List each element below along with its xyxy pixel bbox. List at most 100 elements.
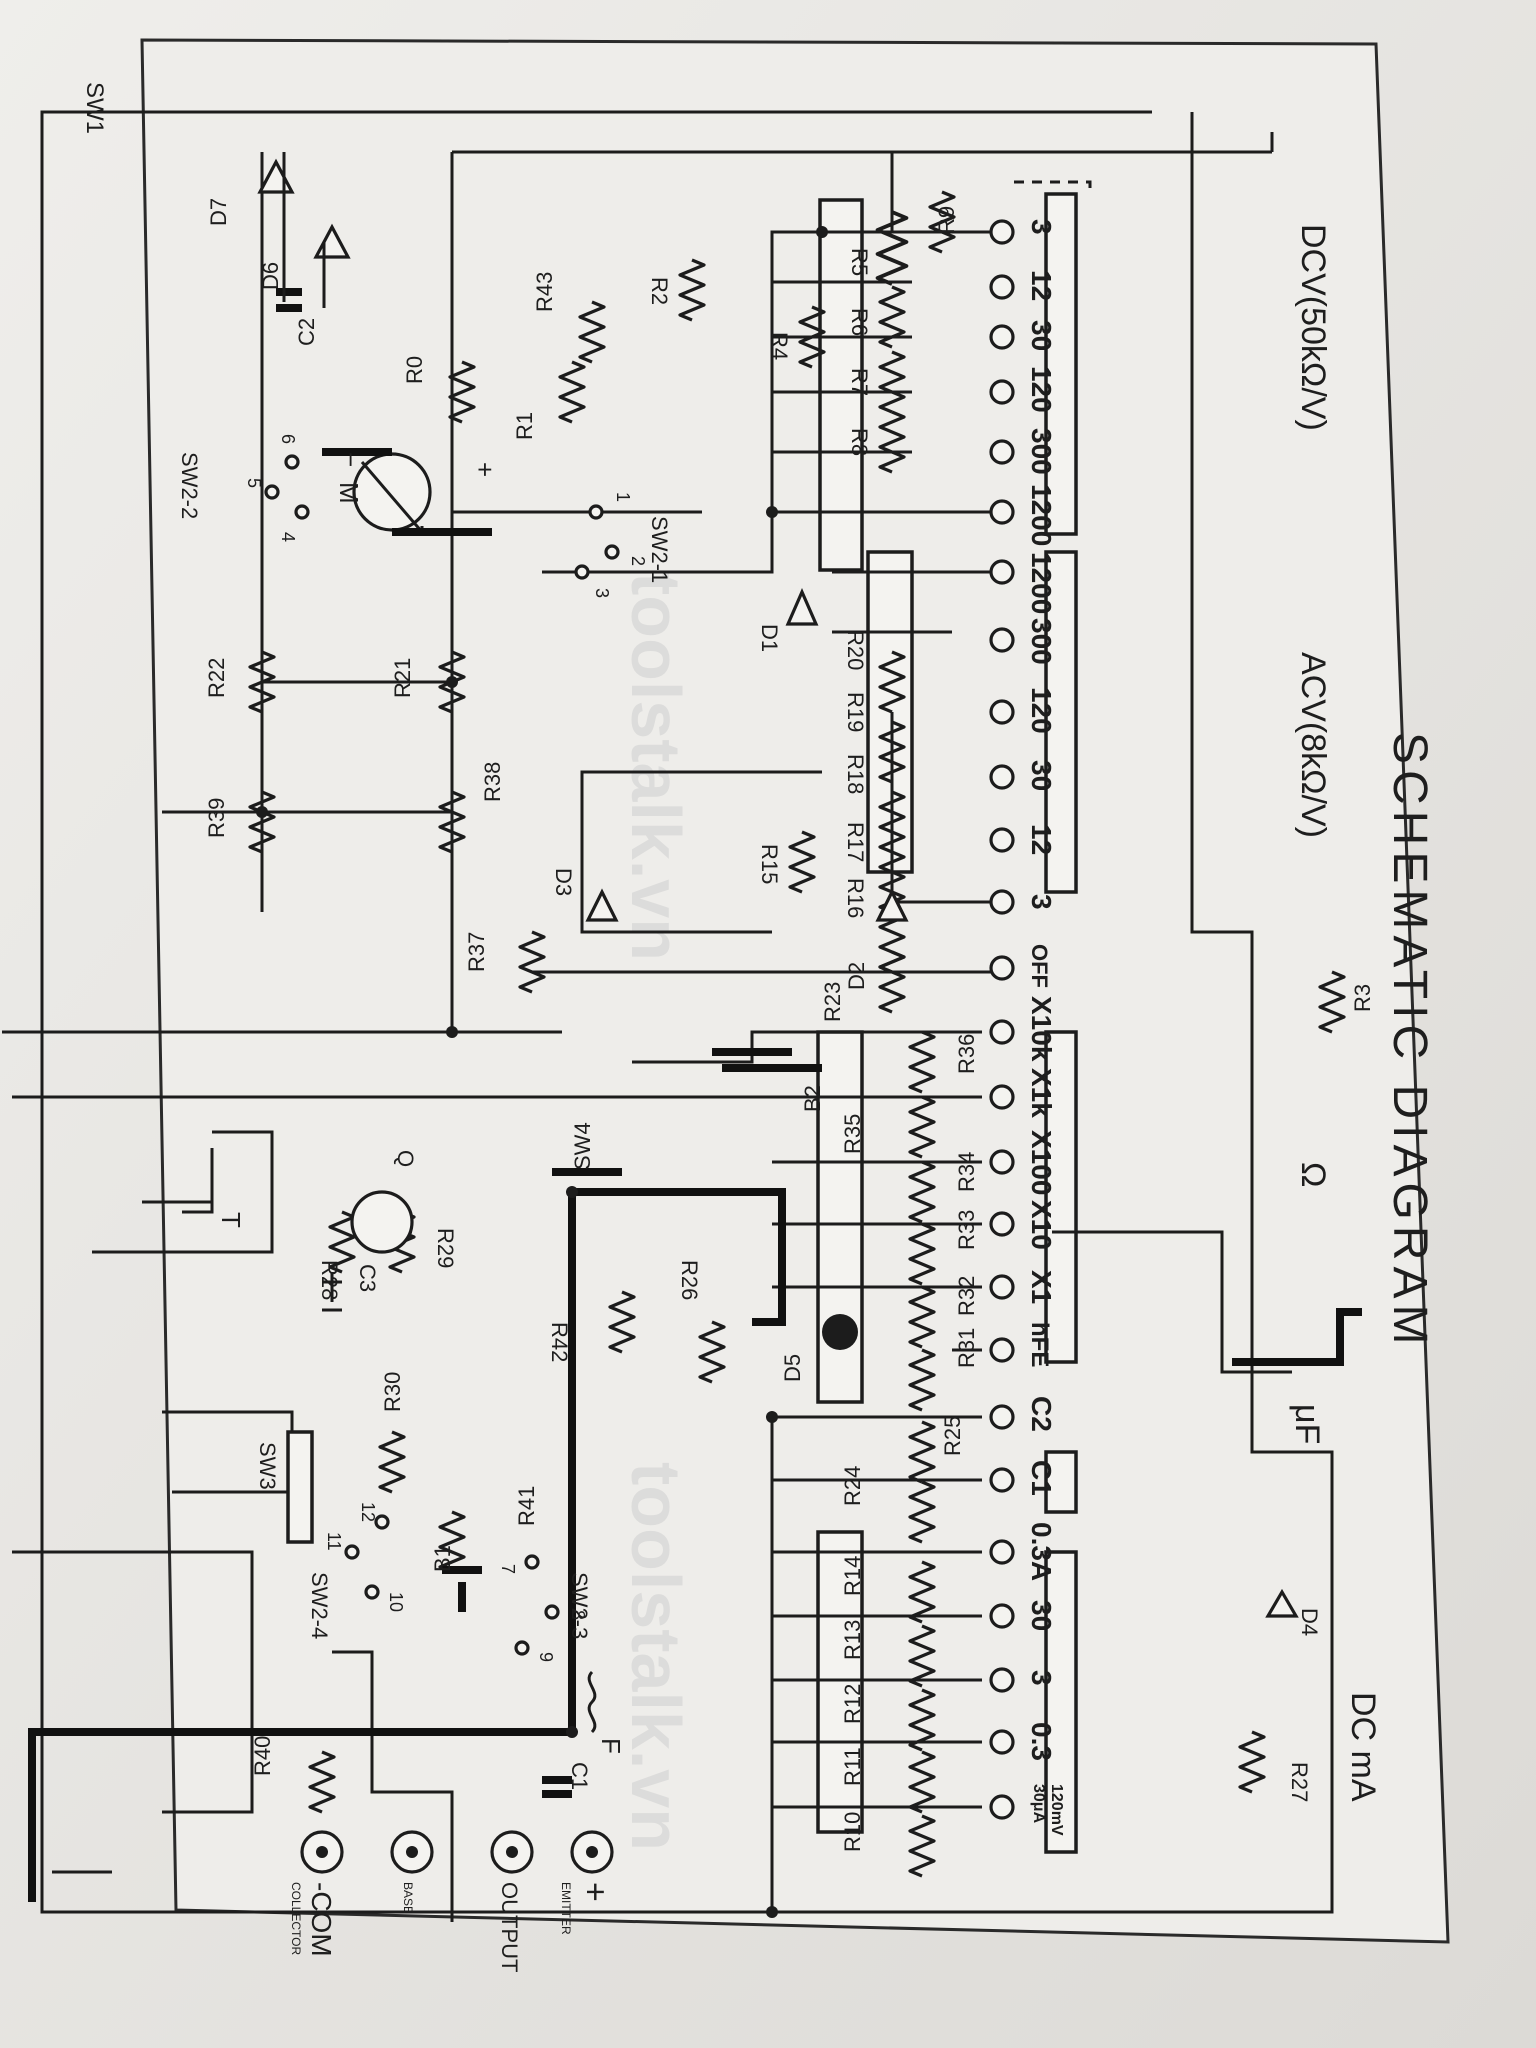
junction-3 xyxy=(446,676,458,688)
junction-2 xyxy=(766,506,778,518)
sw-pin-6: 6 xyxy=(278,434,298,444)
label-d6: D6 xyxy=(258,262,283,290)
terminal-dcv-1200[interactable] xyxy=(989,499,1015,525)
sw-pin-12: 12 xyxy=(358,1502,378,1522)
sw21-pin3[interactable] xyxy=(574,564,590,580)
jack-collector-label: COLLECTOR xyxy=(289,1882,303,1955)
label-r7: R7 xyxy=(847,368,872,396)
terminal-acv-300[interactable] xyxy=(989,627,1015,653)
terminal-dcv-12[interactable] xyxy=(989,274,1015,300)
sw2-2-label: SW2-2 xyxy=(177,452,202,519)
terminal-acv-3[interactable] xyxy=(989,889,1015,915)
ohm-pos-x1: X1 xyxy=(1026,1270,1057,1304)
sw24-pin12[interactable] xyxy=(374,1514,390,1530)
label-d7: D7 xyxy=(206,198,231,226)
label-b1: B1 xyxy=(430,1545,455,1572)
label-r29: R29 xyxy=(433,1228,458,1268)
terminal-acv-30[interactable] xyxy=(989,764,1015,790)
terminal-c1[interactable] xyxy=(989,1467,1015,1493)
label-r3: R3 xyxy=(1350,984,1375,1012)
label-c2: C2 xyxy=(294,318,319,346)
dcv-pos-120: 120 xyxy=(1026,366,1057,413)
protection-diodes xyxy=(257,152,351,312)
label-r31: R31 xyxy=(954,1328,979,1368)
label-r1: R1 xyxy=(512,412,537,440)
terminal-dcv-3[interactable] xyxy=(989,219,1015,245)
terminal-ohm-x1[interactable] xyxy=(989,1274,1015,1300)
acv-pos-12: 12 xyxy=(1026,824,1057,855)
label-r15: R15 xyxy=(757,844,782,884)
jack-emitter-label: EMITTER xyxy=(559,1882,573,1935)
jack-output-center xyxy=(506,1846,518,1858)
diode-d1 xyxy=(785,588,819,626)
sw22-pin5[interactable] xyxy=(264,484,280,500)
terminal-ma-3[interactable] xyxy=(989,1667,1015,1693)
terminal-ma-30[interactable] xyxy=(989,1603,1015,1629)
sw1-uf-contact xyxy=(1044,1450,1078,1514)
meter-label: M xyxy=(334,482,364,504)
label-r41: R41 xyxy=(514,1486,539,1526)
terminal-acv-120[interactable] xyxy=(989,699,1015,725)
jack-plus-center xyxy=(586,1846,598,1858)
terminal-ohm-x10[interactable] xyxy=(989,1211,1015,1237)
label-d5: D5 xyxy=(780,1354,805,1382)
common-bus xyxy=(28,1188,786,1902)
terminal-ohm-x100[interactable] xyxy=(989,1149,1015,1175)
sw24-pin11[interactable] xyxy=(344,1544,360,1560)
terminal-ma-0.3a[interactable] xyxy=(989,1539,1015,1565)
label-r9: R9 xyxy=(934,206,959,234)
ohm-pos-x10k: X10k xyxy=(1026,996,1057,1062)
label-r4: R4 xyxy=(767,332,792,360)
battery-b2 xyxy=(722,1048,822,1072)
fuse-f xyxy=(587,1670,597,1734)
terminal-ma-0.3[interactable] xyxy=(989,1729,1015,1755)
terminal-c2[interactable] xyxy=(989,1404,1015,1430)
label-r12: R12 xyxy=(840,1684,865,1724)
terminal-off[interactable] xyxy=(989,955,1015,981)
label-r33: R33 xyxy=(954,1210,979,1250)
sw-pin-8: 8 xyxy=(568,1610,588,1620)
label-d3: D3 xyxy=(551,868,576,896)
ohm-range-header: Ω xyxy=(1294,1162,1332,1187)
sw1-ma-bar xyxy=(816,1530,864,1834)
terminal-dcv-120[interactable] xyxy=(989,379,1015,405)
junction-5 xyxy=(446,1026,458,1038)
terminal-ua-30[interactable] xyxy=(989,1794,1015,1820)
label-sw4: SW4 xyxy=(570,1122,595,1170)
sw23-pin7[interactable] xyxy=(524,1554,540,1570)
sw21-pin1[interactable] xyxy=(588,504,604,520)
sw21-pin2[interactable] xyxy=(604,544,620,560)
label-r22: R22 xyxy=(204,658,229,698)
label-r2: R2 xyxy=(647,277,672,305)
label-d2: D2 xyxy=(844,962,869,990)
wire-acv-drop xyxy=(452,510,992,574)
label-r5: R5 xyxy=(847,248,872,276)
junction-4 xyxy=(256,806,268,818)
terminal-dcv-30[interactable] xyxy=(989,324,1015,350)
terminal-dcv-300[interactable] xyxy=(989,439,1015,465)
terminal-ohm-x10k[interactable] xyxy=(989,1019,1015,1045)
wiring xyxy=(2,110,1362,1922)
sw-pin-10: 10 xyxy=(386,1592,406,1612)
sw22-pin6[interactable] xyxy=(284,454,300,470)
junction-9 xyxy=(766,1906,778,1918)
sw24-pin10[interactable] xyxy=(364,1584,380,1600)
label-r32: R32 xyxy=(954,1276,979,1316)
sw3-label: SW3 xyxy=(255,1442,280,1490)
dcv-pos-12: 12 xyxy=(1026,270,1057,301)
sw-pin-4: 4 xyxy=(278,532,298,542)
terminal-ohm-x1k[interactable] xyxy=(989,1084,1015,1110)
terminal-acv-12[interactable] xyxy=(989,827,1015,853)
diode-d3 xyxy=(585,888,619,922)
ohm-pos-x100: X100 xyxy=(1026,1130,1057,1195)
terminal-hfe[interactable] xyxy=(989,1337,1015,1363)
label-c1: C1 xyxy=(567,1762,592,1790)
label-r18: R18 xyxy=(843,754,868,794)
label-r26: R26 xyxy=(677,1260,702,1300)
sw23-pin8[interactable] xyxy=(544,1604,560,1620)
sw22-pin4[interactable] xyxy=(294,504,310,520)
terminal-acv-1200[interactable] xyxy=(989,559,1015,585)
label-r42: R42 xyxy=(547,1322,572,1362)
acv-range-header: ACV(8kΩ/V) xyxy=(1294,652,1332,838)
sw23-pin9[interactable] xyxy=(514,1640,530,1656)
